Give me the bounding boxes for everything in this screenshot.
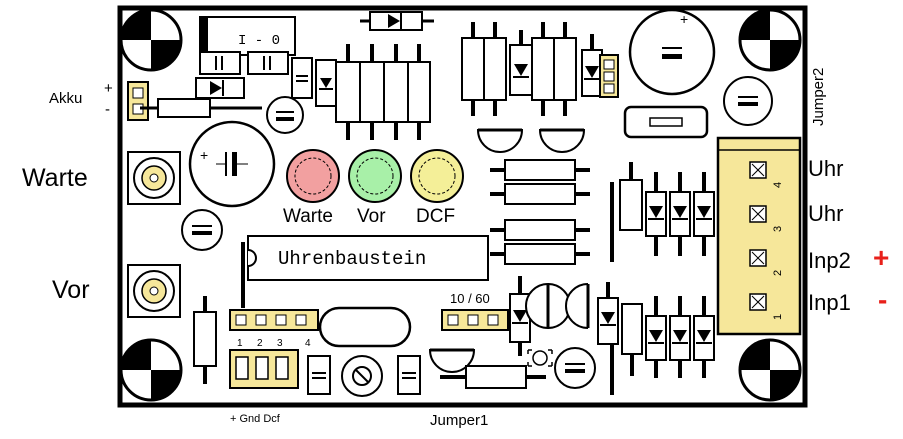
capacitor-pair-bottom <box>307 355 421 395</box>
transistor-pair-top <box>476 128 586 153</box>
capacitor-small-mid-left <box>181 209 223 251</box>
svg-text:+: + <box>200 147 208 163</box>
led-dcf <box>410 149 464 203</box>
terminal-number-3: 3 <box>772 226 784 232</box>
label-uhr-2: Uhr <box>808 201 844 226</box>
led-label-dcf: DCF <box>416 206 455 227</box>
resistor-array-right <box>461 22 603 116</box>
jumper-header-small <box>599 54 619 98</box>
jumper1-pin-2: 2 <box>257 338 263 349</box>
label-akku-plus: + <box>104 80 113 97</box>
jumper1-pin-3: 3 <box>277 338 283 349</box>
diode-cluster-lower <box>597 282 715 378</box>
terminal-number-1: 1 <box>772 314 784 320</box>
connector-gnd-dcf: 1 2 3 4 <box>229 338 311 389</box>
pushbutton-warte <box>127 151 181 205</box>
capacitor-large-right: + <box>628 8 716 96</box>
diode-top <box>360 11 434 31</box>
resistor-array-left <box>335 44 431 140</box>
fuse-component <box>623 105 709 139</box>
label-jumper1: Jumper1 <box>430 412 489 429</box>
diode-cluster-upper <box>619 162 715 256</box>
label-inp1: Inp1 <box>808 290 851 315</box>
label-akku: Akku <box>49 90 83 107</box>
terminal-number-2: 2 <box>772 270 784 276</box>
led-vor <box>348 149 402 203</box>
capacitor-medium-right <box>723 76 773 126</box>
capacitor-row-top-left <box>195 51 289 99</box>
led-label-warte: Warte <box>283 206 333 227</box>
crystal-oscillator <box>318 306 412 348</box>
capacitor-vertical-small <box>291 57 337 107</box>
label-vor: Vor <box>52 276 90 304</box>
switch-label: I - 0 <box>238 33 280 49</box>
mounting-hole-top-right <box>738 8 802 72</box>
mounting-hole-bottom-left <box>119 338 183 402</box>
power-switch: I - 0 <box>199 16 296 56</box>
header-10-60-label: 10 / 60 <box>450 291 490 306</box>
label-gnd-dcf: + Gnd Dcf <box>230 413 280 425</box>
test-point <box>527 349 553 367</box>
label-akku-minus: - <box>105 101 110 118</box>
capacitor-large-left: + <box>188 120 276 208</box>
label-uhr-1: Uhr <box>808 156 844 181</box>
jumper1-header <box>229 309 319 331</box>
resistor-vertical-bottom-left <box>193 296 217 384</box>
led-warte <box>286 149 340 203</box>
resistor-pair-middle <box>490 159 590 265</box>
ic-label: Uhrenbaustein <box>278 248 426 270</box>
resistor-left <box>140 98 262 118</box>
terminal-number-4: 4 <box>772 182 784 188</box>
resistor-bottom <box>440 365 546 389</box>
label-jumper2: Jumper2 <box>810 67 827 126</box>
led-label-vor: Vor <box>357 206 386 227</box>
jumper1-pin-4: 4 <box>305 338 311 349</box>
label-warte: Warte <box>22 164 88 192</box>
jumper1-pin-1: 1 <box>237 338 243 349</box>
capacitor-small-left <box>266 96 304 134</box>
svg-text:+: + <box>680 11 688 27</box>
capacitor-small-bottom-mid <box>554 347 596 389</box>
transistor-pair-lower <box>428 282 590 373</box>
pushbutton-vor <box>127 264 181 318</box>
ic-uhrenbaustein: Uhrenbaustein <box>247 235 489 281</box>
mounting-hole-bottom-right <box>738 338 802 402</box>
akku-header <box>127 81 149 121</box>
label-inp2: Inp2 <box>808 248 851 273</box>
terminal-block: 4 3 2 1 <box>716 136 802 336</box>
mounting-hole-top-left <box>119 8 183 72</box>
label-inp2-sign: + <box>873 242 890 273</box>
trimmer-potentiometer <box>341 355 383 397</box>
label-inp1-sign: - <box>878 284 888 315</box>
header-10-60 <box>441 309 509 331</box>
